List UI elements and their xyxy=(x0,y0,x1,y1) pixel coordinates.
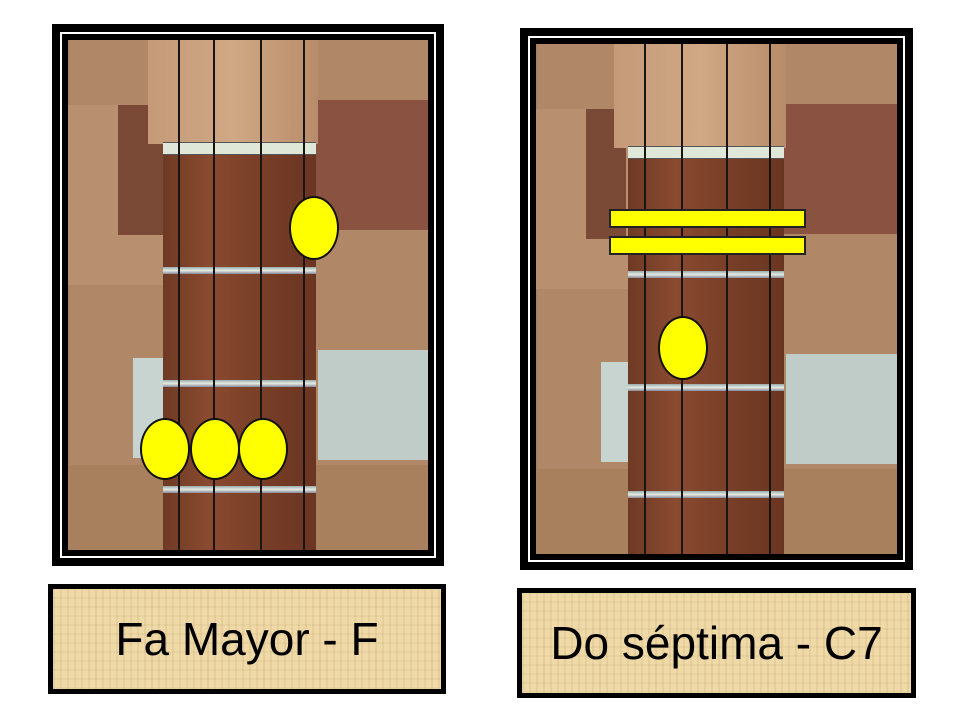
string xyxy=(644,44,646,554)
chord-label-f: Fa Mayor - F xyxy=(48,584,446,694)
neck xyxy=(163,144,316,550)
finger-dot xyxy=(658,316,708,380)
nut xyxy=(163,142,316,155)
string xyxy=(178,40,180,550)
fret xyxy=(163,486,316,493)
chord-label-c7: Do séptima - C7 xyxy=(517,588,916,698)
string xyxy=(726,44,728,554)
headstock xyxy=(614,44,786,148)
barre-marker xyxy=(609,236,806,255)
finger-dot xyxy=(140,418,190,480)
string xyxy=(681,44,683,554)
barre-marker xyxy=(609,209,806,228)
fret xyxy=(628,384,784,391)
finger-dot xyxy=(289,196,339,260)
fretboard-photo-c7 xyxy=(536,44,897,554)
string xyxy=(303,40,305,550)
finger-dot xyxy=(238,418,288,480)
chord-frame-f xyxy=(52,24,444,566)
finger-dot xyxy=(190,418,240,480)
string xyxy=(260,40,262,550)
fret xyxy=(628,271,784,278)
fret xyxy=(628,491,784,498)
headstock xyxy=(148,40,318,144)
nut xyxy=(628,146,784,159)
chord-frame-c7 xyxy=(520,28,913,570)
fretboard-photo-f xyxy=(68,40,428,550)
string xyxy=(213,40,215,550)
fret xyxy=(163,267,316,274)
string xyxy=(769,44,771,554)
fret xyxy=(163,380,316,387)
